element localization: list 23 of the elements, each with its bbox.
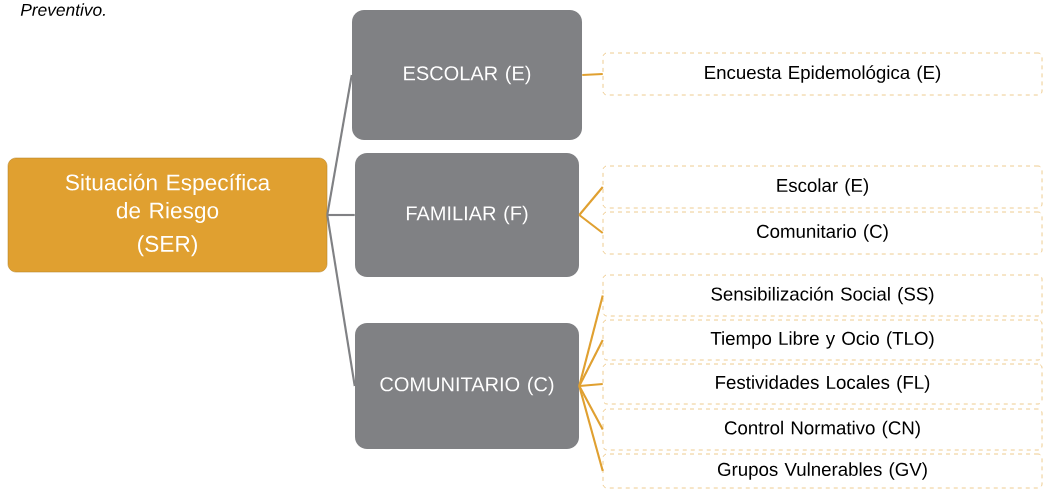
connector-line	[579, 382, 603, 388]
category-box: FAMILIAR (F)	[355, 153, 579, 277]
category-box: COMUNITARIO (C)	[355, 323, 579, 449]
connector-line	[578, 214, 604, 234]
item-box: Sensibilización Social (SS)	[602, 274, 1043, 317]
item-box: Escolar (E)	[602, 165, 1043, 209]
connector-line	[578, 339, 604, 387]
connector-line	[327, 213, 355, 217]
connector-line	[578, 385, 604, 430]
connector-line	[326, 214, 356, 387]
root-box: Situación Específica de Riesgo (SER)	[7, 157, 328, 273]
connector-line	[582, 72, 603, 77]
connector-line	[578, 186, 604, 216]
item-box: Tiempo Libre y Ocio (TLO)	[602, 319, 1043, 361]
item-box: Control Normativo (CN)	[602, 408, 1043, 451]
connector-line	[578, 385, 604, 472]
item-box: Festividades Locales (FL)	[602, 363, 1043, 405]
item-box: Comunitario (C)	[602, 211, 1043, 255]
item-box: Encuesta Epidemológica (E)	[602, 52, 1043, 96]
category-box: ESCOLAR (E)	[352, 10, 582, 140]
connector-line	[326, 74, 353, 216]
item-box: Grupos Vulnerables (GV)	[602, 453, 1043, 489]
caption-text: Preventivo.	[20, 3, 105, 16]
